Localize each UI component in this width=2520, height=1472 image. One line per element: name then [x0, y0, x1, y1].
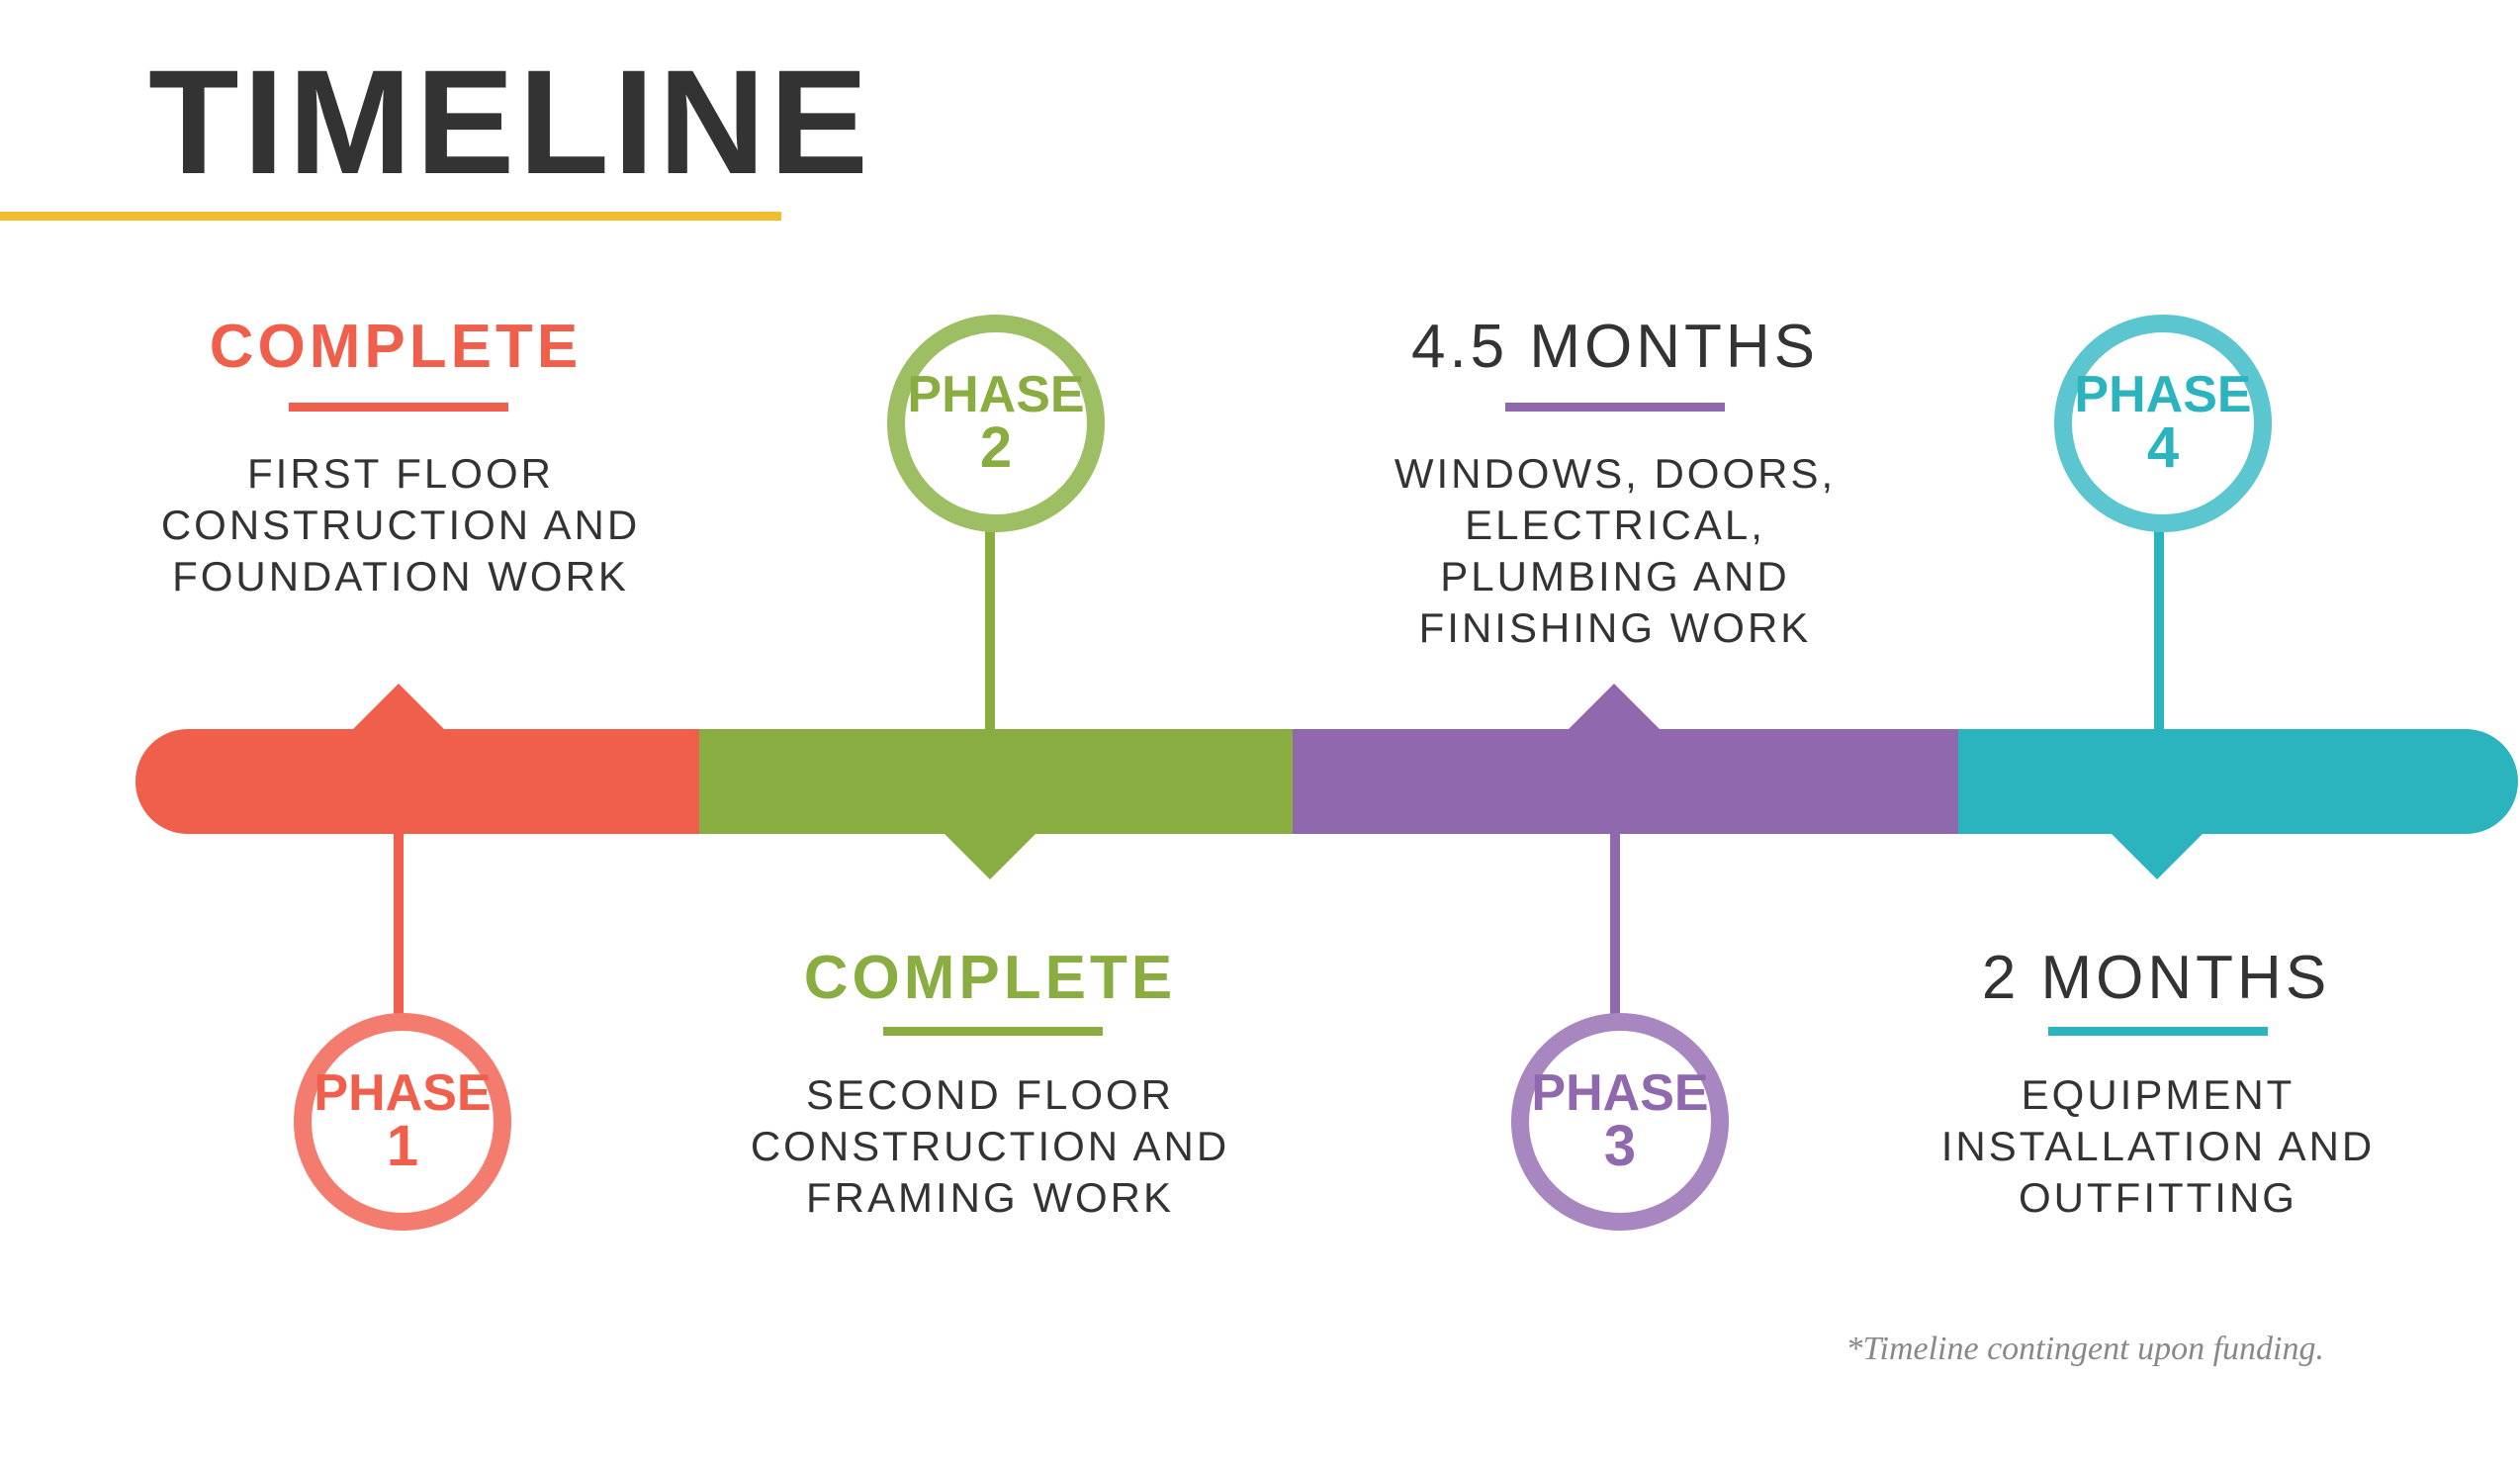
phase-3-status-rule [1505, 403, 1725, 412]
phase-3-label: PHASE [1531, 1063, 1709, 1122]
timeline-segment-phase-1 [135, 729, 699, 834]
phase-4-marker: PHASE 4 [2054, 315, 2272, 532]
phase-2-description-line: FRAMING WORK [806, 1174, 1174, 1221]
phase-2-pointer [945, 834, 1035, 879]
phase-1-status-rule [289, 403, 508, 412]
timeline-segment-phase-2 [699, 729, 1293, 834]
phase-4-number: 4 [2146, 415, 2180, 481]
phase-2-description: SECOND FLOOR CONSTRUCTION AND FRAMING WO… [688, 1069, 1292, 1224]
phase-4-description-line: EQUIPMENT [2021, 1071, 2295, 1118]
phase-4-connector [2154, 514, 2164, 729]
phase-1-number: 1 [386, 1114, 419, 1179]
phase-2-number: 2 [979, 415, 1013, 481]
phase-2-label: PHASE [907, 365, 1085, 423]
phase-4-label: PHASE [2074, 365, 2252, 423]
phase-1-marker: PHASE 1 [294, 1013, 511, 1231]
phase-3-pointer [1569, 684, 1660, 729]
phase-3-description-line: WINDOWS, DOORS, [1394, 450, 1837, 497]
phase-3-description-line: FINISHING WORK [1418, 604, 1812, 651]
phase-2-status: COMPLETE [803, 944, 1177, 1012]
phase-4-pointer [2112, 834, 2203, 879]
phase-3-marker: PHASE 3 [1511, 1013, 1729, 1231]
timeline-segment-phase-4 [1958, 729, 2518, 834]
phase-2-description-line: CONSTRUCTION AND [750, 1123, 1230, 1169]
phase-2-status-rule [883, 1027, 1103, 1036]
phase-3-number: 3 [1603, 1114, 1637, 1179]
phase-3-description-line: PLUMBING AND [1440, 553, 1790, 599]
phase-4-description-line: OUTFITTING [2019, 1174, 2297, 1221]
phase-3-description: WINDOWS, DOORS, ELECTRICAL, PLUMBING AND… [1313, 448, 1917, 654]
timeline-bar [135, 729, 2518, 834]
phase-1-description-line: CONSTRUCTION AND [160, 502, 641, 548]
phase-4-status: 2 MONTHS [1981, 944, 2331, 1012]
phase-2-marker: PHASE 2 [887, 315, 1105, 532]
title-underline [0, 212, 781, 221]
phase-4-description-line: INSTALLATION AND [1940, 1123, 2376, 1169]
phase-2-connector [985, 514, 995, 729]
phase-3-status: 4.5 MONTHS [1410, 313, 1820, 381]
phase-1-label: PHASE [314, 1063, 492, 1122]
phase-1-description: FIRST FLOOR CONSTRUCTION AND FOUNDATION … [99, 448, 702, 602]
phase-3-description-line: ELECTRICAL, [1465, 502, 1765, 548]
phase-4-description: EQUIPMENT INSTALLATION AND OUTFITTING [1856, 1069, 2460, 1224]
page-title: TIMELINE [148, 39, 872, 205]
phase-2-description-line: SECOND FLOOR [805, 1071, 1175, 1118]
phase-1-status: COMPLETE [209, 313, 583, 381]
phase-1-pointer [353, 684, 444, 729]
phase-1-description-line: FIRST FLOOR [247, 450, 554, 497]
footnote: *Timeline contingent upon funding. [1845, 1331, 2324, 1367]
timeline-segment-phase-3 [1293, 729, 1958, 834]
phase-3-connector [1610, 834, 1620, 1032]
phase-1-connector [394, 834, 404, 1032]
phase-1-description-line: FOUNDATION WORK [172, 553, 629, 599]
phase-4-status-rule [2048, 1027, 2268, 1036]
